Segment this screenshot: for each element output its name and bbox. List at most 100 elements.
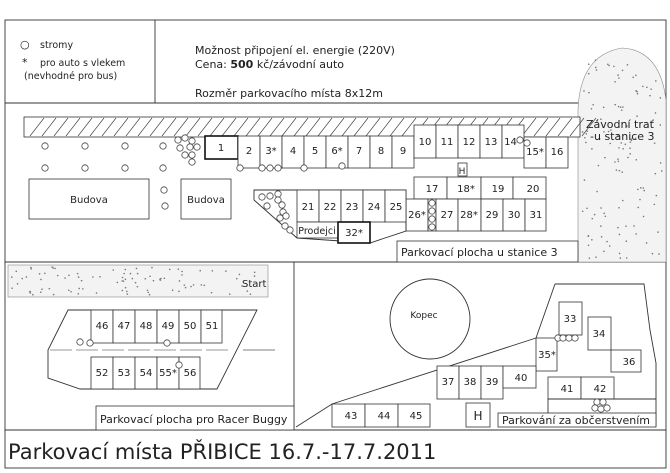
hatch-line bbox=[557, 117, 573, 137]
speckle bbox=[44, 272, 46, 275]
spot-label: 55* bbox=[159, 368, 177, 379]
speckle bbox=[622, 199, 624, 202]
parking-spot[interactable] bbox=[524, 198, 547, 232]
hatch-line bbox=[173, 117, 189, 137]
speckle bbox=[151, 266, 153, 269]
parking-spot[interactable] bbox=[587, 316, 612, 351]
speckle bbox=[152, 279, 155, 282]
hatch-line bbox=[305, 117, 321, 137]
spot-label: 14* bbox=[504, 137, 522, 148]
speckle bbox=[600, 207, 602, 209]
hatch-line bbox=[113, 117, 129, 137]
speckle bbox=[581, 210, 584, 213]
station3-area-label: Parkovací plocha u stanice 3 bbox=[401, 246, 558, 259]
spots-row-1-9: 1 2 3* 4 5 6* 7 8 9 bbox=[204, 135, 415, 169]
buggy-area-outline bbox=[47, 309, 258, 390]
speckle bbox=[253, 271, 256, 274]
hatch-line bbox=[581, 117, 597, 137]
speckle bbox=[192, 284, 195, 286]
spot-label: 30 bbox=[508, 210, 521, 221]
speckle bbox=[659, 124, 662, 126]
spot-label: 44 bbox=[378, 411, 391, 422]
speckle bbox=[617, 226, 619, 229]
spot-label: 37 bbox=[442, 377, 455, 388]
speckle bbox=[146, 289, 149, 292]
parking-spot[interactable] bbox=[610, 349, 642, 373]
speckle bbox=[635, 233, 637, 235]
speckle bbox=[618, 77, 620, 79]
speckle bbox=[596, 120, 599, 122]
tree-icon bbox=[281, 222, 289, 230]
speckle bbox=[636, 92, 639, 95]
speckle bbox=[181, 274, 183, 276]
speckle bbox=[581, 131, 584, 133]
spots-row-10-16: 10 11 12 13 14* 15* 16 bbox=[413, 124, 569, 169]
tree-icon bbox=[266, 192, 274, 200]
hatch-line bbox=[293, 117, 309, 137]
tree-icon bbox=[593, 398, 601, 406]
hatch-line bbox=[53, 117, 69, 137]
speckle bbox=[654, 172, 657, 175]
speckle bbox=[637, 206, 640, 209]
speckle bbox=[16, 283, 19, 285]
hatch-line bbox=[377, 117, 393, 137]
speckle bbox=[68, 289, 70, 292]
speckle bbox=[246, 290, 249, 292]
speckle bbox=[149, 275, 151, 278]
page-title: Parkovací místa PŘIBICE 16.7.-17.7.2011 bbox=[8, 439, 436, 464]
parking-spot[interactable] bbox=[200, 309, 223, 344]
race-track-sublabel: -u stanice 3 bbox=[590, 130, 655, 143]
spot-label: 2 bbox=[246, 146, 252, 157]
tree-icon bbox=[161, 202, 169, 210]
race-track-area bbox=[577, 47, 667, 263]
sellers-label: Prodejci bbox=[298, 226, 335, 237]
tree-icon bbox=[276, 214, 284, 222]
tree-icon bbox=[159, 164, 167, 172]
speckle bbox=[586, 130, 589, 132]
spot-label: 42 bbox=[594, 384, 607, 395]
legend-trees: stromy bbox=[40, 40, 73, 51]
parking-spot[interactable] bbox=[502, 365, 537, 389]
speckle bbox=[136, 272, 139, 275]
speckle bbox=[630, 138, 632, 140]
parking-spot[interactable] bbox=[535, 337, 558, 372]
speckle bbox=[56, 274, 59, 277]
parking-spot[interactable] bbox=[384, 189, 407, 223]
wc-box bbox=[457, 162, 468, 177]
spot-label: 48 bbox=[140, 321, 153, 332]
hill-label: Kopec bbox=[410, 311, 437, 321]
hatch-line bbox=[269, 117, 285, 137]
spot-label: 13 bbox=[485, 137, 498, 148]
speckle bbox=[625, 257, 628, 259]
speckle bbox=[604, 215, 607, 218]
tree-icon bbox=[286, 226, 294, 234]
refreshment-area-label: Parkování za občerstvením bbox=[502, 414, 650, 427]
speckle bbox=[163, 277, 166, 280]
speckle bbox=[637, 188, 639, 191]
parking-spot[interactable] bbox=[178, 356, 201, 390]
spot-label: 43 bbox=[345, 411, 358, 422]
speckle bbox=[76, 272, 79, 275]
tree-icon bbox=[603, 404, 611, 412]
spots-row-46-51: 46 47 48 49 50 51 bbox=[90, 309, 223, 344]
tree-icon bbox=[121, 164, 129, 172]
parking-spot[interactable] bbox=[337, 221, 371, 244]
parking-spot[interactable] bbox=[545, 136, 569, 169]
parking-spot[interactable] bbox=[397, 403, 431, 428]
spot-label: 1 bbox=[218, 143, 224, 154]
speckle bbox=[52, 267, 54, 269]
speckle bbox=[77, 276, 80, 278]
tree-icon bbox=[188, 137, 196, 145]
tree-icon bbox=[176, 144, 184, 152]
hill bbox=[389, 278, 471, 360]
price-prefix: Cena: bbox=[195, 58, 230, 71]
speckle bbox=[614, 161, 616, 163]
speckle bbox=[655, 80, 657, 82]
legend: ○ stromy * pro auto s vlekem (nevhodné p… bbox=[20, 38, 125, 82]
speckle bbox=[632, 76, 634, 79]
hatch-line bbox=[161, 117, 177, 137]
tree-icon bbox=[41, 142, 49, 150]
speckle bbox=[630, 139, 633, 142]
speckle bbox=[635, 74, 637, 77]
speckle bbox=[622, 106, 624, 108]
